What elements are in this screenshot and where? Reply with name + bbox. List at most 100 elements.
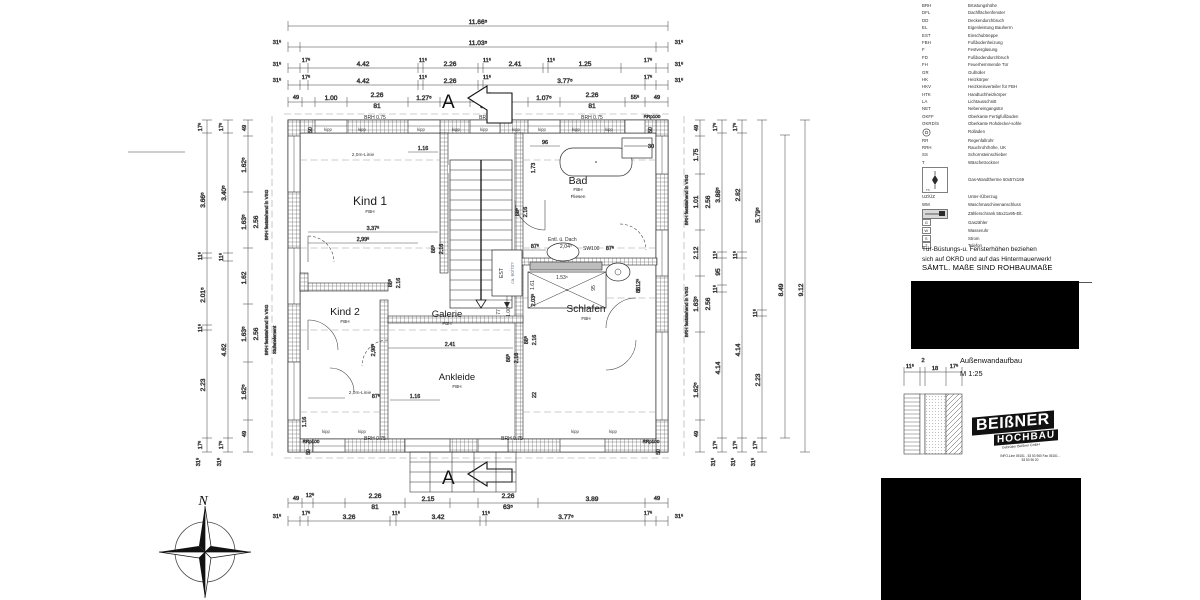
svg-text:kipp: kipp xyxy=(609,429,617,434)
svg-text:2.16: 2.16 xyxy=(514,353,520,364)
svg-text:2.23: 2.23 xyxy=(200,378,207,391)
legend-abbr: FD xyxy=(922,54,928,60)
svg-text:1.61: 1.61 xyxy=(530,280,536,290)
svg-text:31⁵: 31⁵ xyxy=(730,458,737,467)
svg-text:63⁵: 63⁵ xyxy=(503,504,513,511)
svg-text:49: 49 xyxy=(694,125,700,131)
svg-text:31⁵: 31⁵ xyxy=(675,61,684,68)
svg-text:1.62⁵: 1.62⁵ xyxy=(693,382,700,398)
svg-text:2.23: 2.23 xyxy=(755,373,762,386)
svg-text:3.66⁵: 3.66⁵ xyxy=(200,192,207,208)
legend-description: Lichtausschnitt xyxy=(968,99,997,105)
legend-description: Oberkante Fertigfußboden xyxy=(968,113,1019,119)
svg-text:49: 49 xyxy=(242,125,248,131)
svg-text:17⁵: 17⁵ xyxy=(302,74,311,81)
svg-text:3.77⁵: 3.77⁵ xyxy=(558,514,574,521)
svg-text:17⁵: 17⁵ xyxy=(950,363,959,370)
gas-therme-icon: Th xyxy=(922,166,948,193)
svg-text:A: A xyxy=(442,468,455,489)
svg-text:RRp100: RRp100 xyxy=(644,114,661,119)
svg-text:1.00: 1.00 xyxy=(325,95,338,102)
legend-abbr: Th xyxy=(922,166,968,193)
rolladen-icon xyxy=(922,128,931,137)
svg-text:11⁵: 11⁵ xyxy=(197,324,204,332)
room-label-kind2: Kind 2 xyxy=(330,306,360,318)
svg-text:49: 49 xyxy=(242,431,248,437)
wall-section-title: Außenwandaufbau xyxy=(960,356,1023,365)
svg-text:81: 81 xyxy=(588,103,596,110)
svg-text:1.63⁵: 1.63⁵ xyxy=(241,214,248,230)
svg-text:EST: EST xyxy=(499,267,505,278)
svg-text:11.66⁵: 11.66⁵ xyxy=(469,19,488,26)
svg-text:2.56: 2.56 xyxy=(705,195,712,208)
svg-text:17⁵: 17⁵ xyxy=(218,441,225,450)
legend-description: Festverglasung xyxy=(968,47,998,53)
svg-text:88⁵: 88⁵ xyxy=(388,279,394,287)
svg-text:2,98⁵: 2,98⁵ xyxy=(371,344,377,357)
redacted-block-top xyxy=(911,281,1079,349)
svg-text:22: 22 xyxy=(532,392,538,398)
legend-row: Zählerschrank 55x21x95-Elt. xyxy=(922,208,1192,220)
svg-text:49: 49 xyxy=(654,95,660,101)
svg-text:17⁵: 17⁵ xyxy=(218,123,225,132)
legend-abbr: NET xyxy=(922,106,931,112)
svg-text:ca. 60/70?: ca. 60/70? xyxy=(510,262,515,284)
svg-text:17⁵: 17⁵ xyxy=(302,510,311,517)
compass-rose: N xyxy=(158,494,252,599)
redacted-block-bottom xyxy=(881,478,1081,600)
svg-text:88⁵: 88⁵ xyxy=(506,354,512,362)
svg-text:2,0m-Linie: 2,0m-Linie xyxy=(349,390,372,396)
svg-text:kipp: kipp xyxy=(605,127,613,132)
svg-text:31⁵: 31⁵ xyxy=(216,458,223,467)
wall-section-scale: M 1:25 xyxy=(960,369,983,378)
svg-text:17⁵: 17⁵ xyxy=(197,123,204,132)
svg-text:17⁵: 17⁵ xyxy=(712,441,719,450)
svg-text:31⁵: 31⁵ xyxy=(273,61,282,68)
section-mark-a-bottom: A xyxy=(442,461,513,489)
svg-text:2.26: 2.26 xyxy=(586,92,599,99)
legend-abbr: BRH xyxy=(922,3,932,8)
svg-text:1.16: 1.16 xyxy=(302,417,308,428)
legend-abbr: DFL xyxy=(922,10,931,16)
legend-description: Feuerhemmende Tür xyxy=(968,62,1009,68)
svg-text:4.42: 4.42 xyxy=(357,78,370,85)
svg-text:1.00: 1.00 xyxy=(506,307,512,317)
svg-text:2.12: 2.12 xyxy=(693,246,700,259)
svg-text:kipp: kipp xyxy=(417,127,425,132)
legend-abbr: SS xyxy=(922,152,928,158)
legend-abbr xyxy=(922,128,968,137)
svg-text:88⁵: 88⁵ xyxy=(431,245,437,253)
room-sub-schlafen: FBH xyxy=(581,316,590,321)
svg-text:88⁵: 88⁵ xyxy=(515,208,521,216)
svg-text:2.82: 2.82 xyxy=(735,188,742,201)
svg-text:49: 49 xyxy=(293,496,299,502)
svg-text:2,04⁵: 2,04⁵ xyxy=(560,244,572,250)
legend-description: Deckendurchbruch xyxy=(968,17,1005,23)
brh-label: BRH 0.75 xyxy=(501,436,523,442)
legend-note-bold: SÄMTL. MAßE SIND ROHBAUMAßE xyxy=(922,263,1053,272)
svg-text:17⁵: 17⁵ xyxy=(644,57,653,64)
room-label-kind1: Kind 1 xyxy=(353,194,387,208)
wall-section-drawing: 11⁵ 2 18 17⁵ xyxy=(903,358,963,455)
room-sub-ankleide: FBH xyxy=(452,384,461,389)
svg-text:31⁵: 31⁵ xyxy=(273,77,282,84)
legend-description: Wäschetrockner xyxy=(968,159,1000,165)
legend-description: Waschmaschinenanschluss xyxy=(968,201,1021,207)
svg-text:kipp: kipp xyxy=(452,127,460,132)
room-label-bad: Bad xyxy=(569,175,588,187)
svg-text:11⁵: 11⁵ xyxy=(906,363,914,370)
legend-description: Wasseruhr xyxy=(968,228,989,234)
